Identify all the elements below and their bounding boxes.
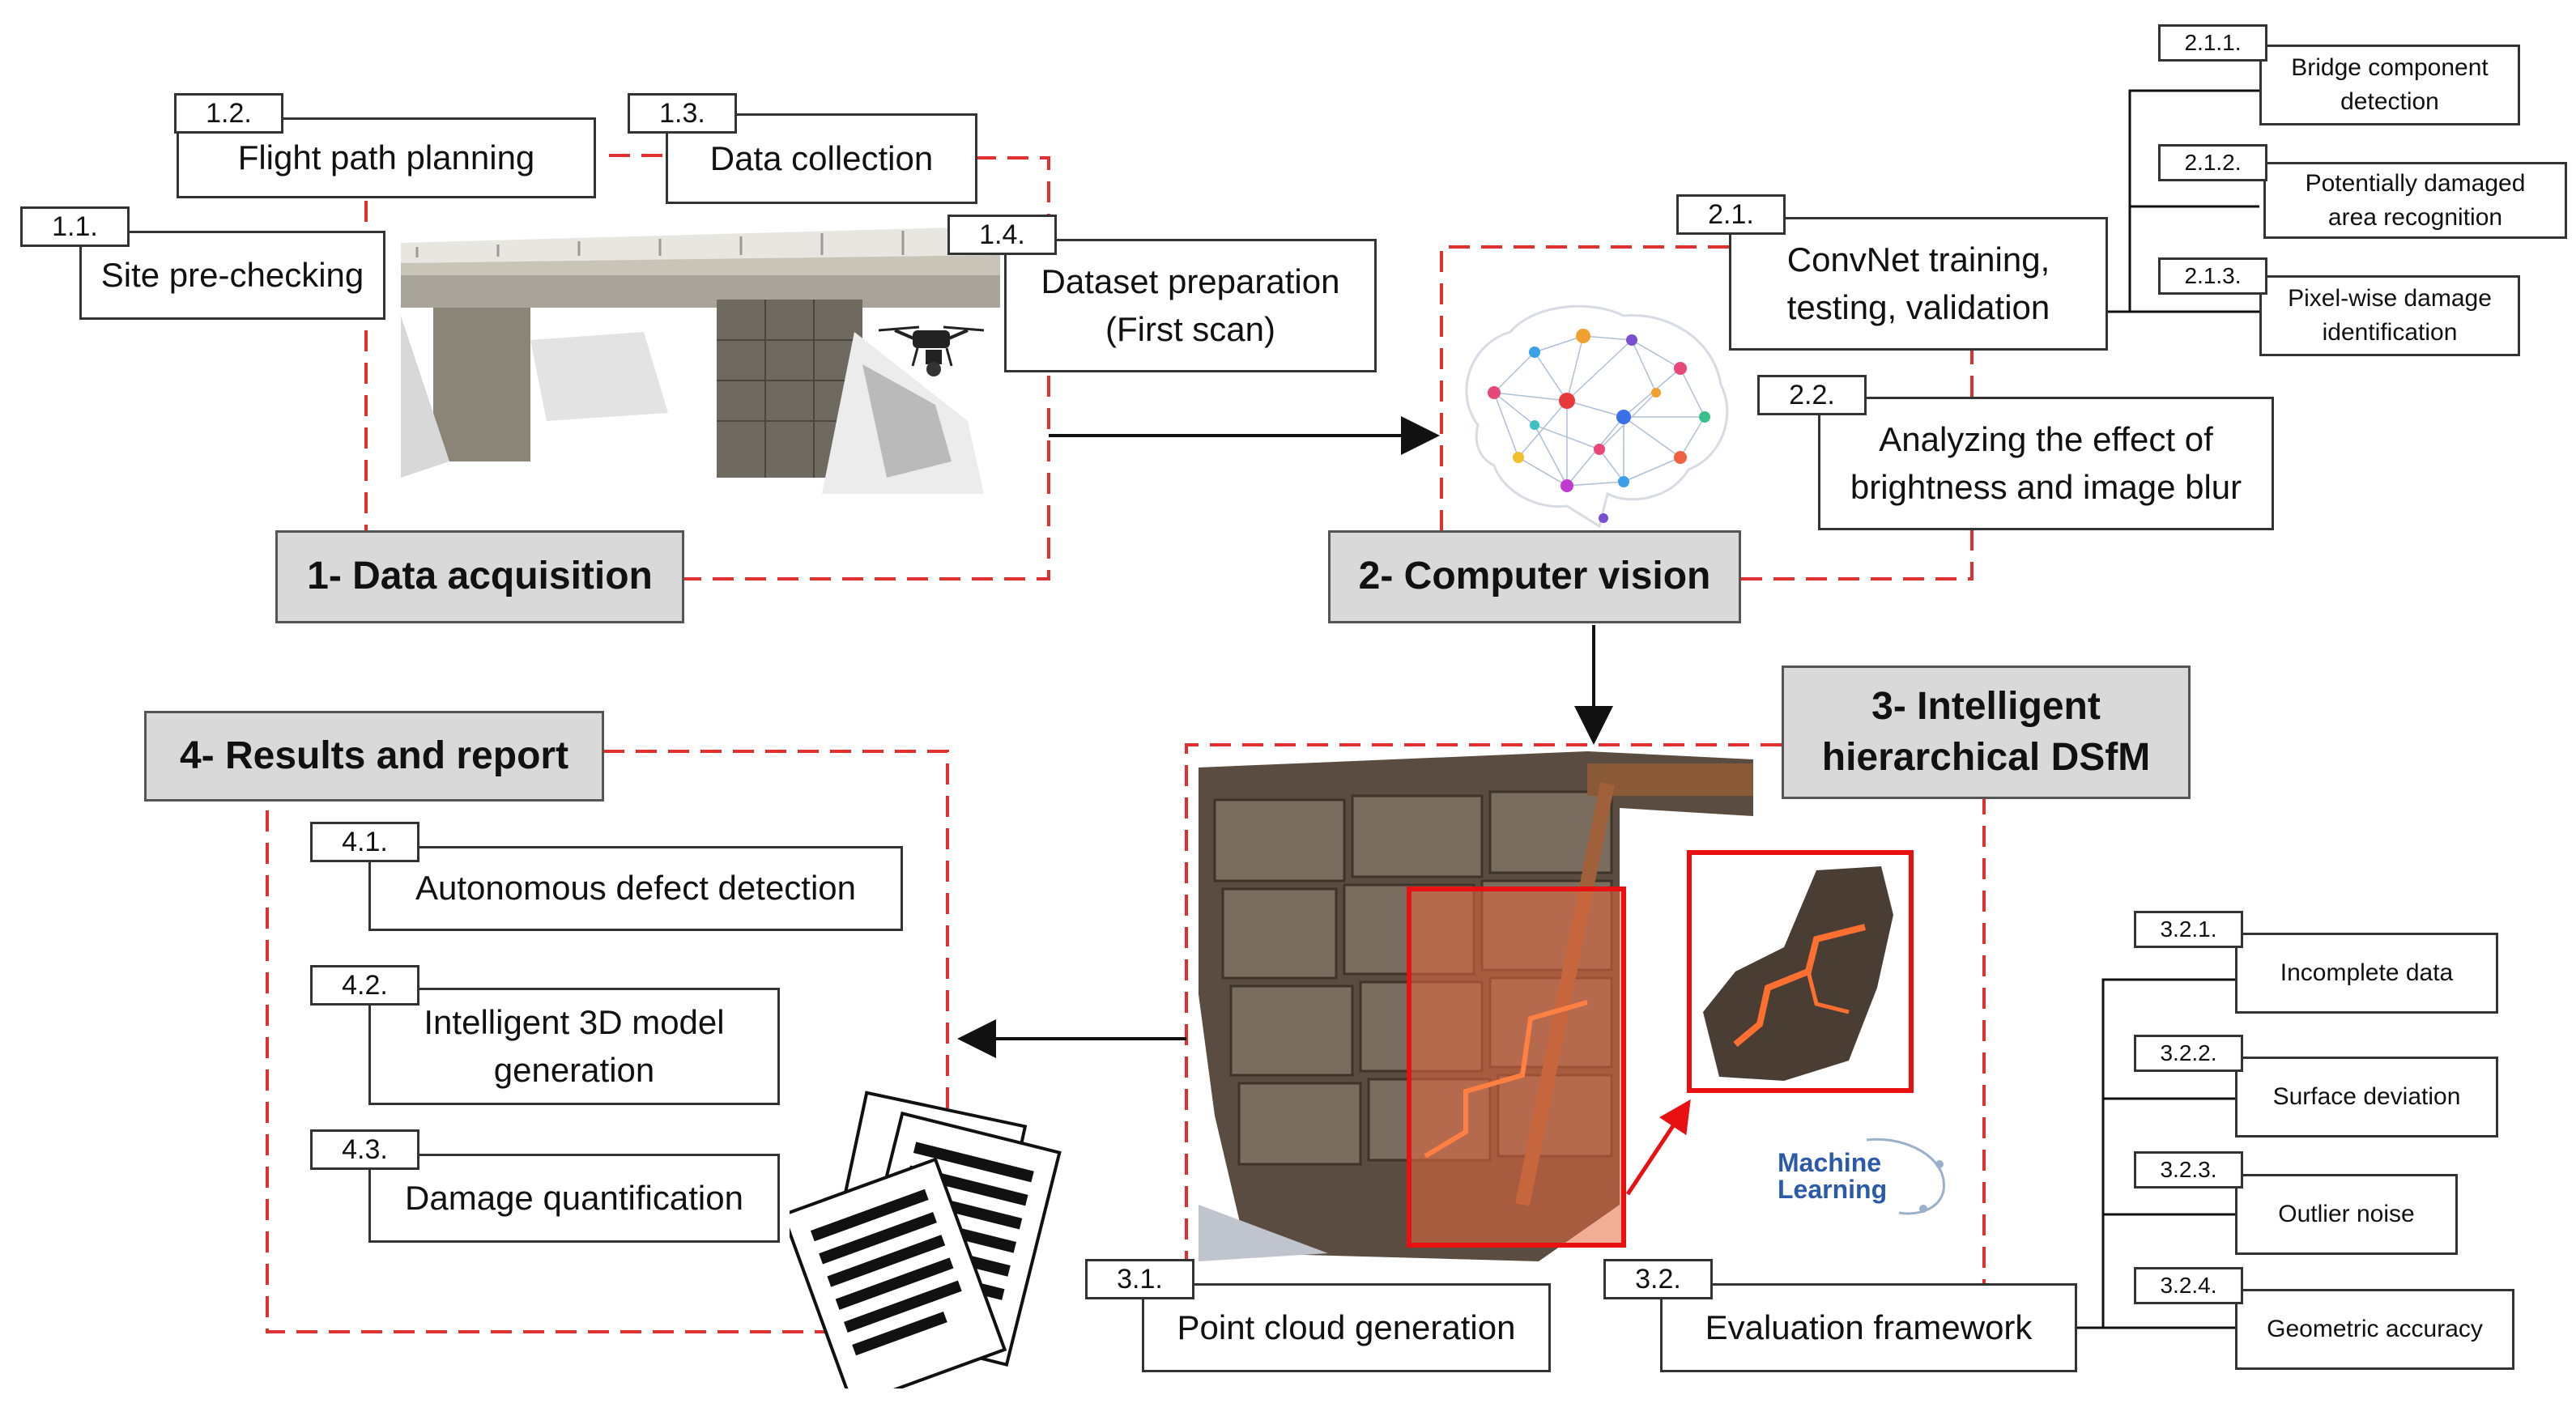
step-3-2-2-box: Surface deviation: [2235, 1057, 2498, 1137]
step-2-2-number: 2.2.: [1757, 375, 1867, 415]
phase3-frame: [1185, 743, 1986, 1283]
step-2-1-3-label-1: Pixel-wise damage: [2288, 285, 2492, 312]
step-3-2-1-box: Incomplete data: [2235, 933, 2498, 1014]
circuit-icon: [1866, 1137, 1945, 1215]
step-3-2-label: Evaluation framework: [1705, 1308, 2033, 1346]
step-2-1-label-2: testing, validation: [1786, 287, 2050, 326]
phase-3-title-line1: 3- Intelligent: [1871, 685, 2101, 729]
step-3-2-1-number: 3.2.1.: [2134, 911, 2243, 948]
phase-4-title: 4- Results and report: [144, 711, 604, 802]
step-1-4-box: Dataset preparation (First scan): [1004, 239, 1377, 372]
step-3-2-number: 3.2.: [1603, 1259, 1713, 1299]
step-2-1-1-label-2: detection: [2340, 88, 2439, 115]
step-2-1-box: ConvNet training, testing, validation: [1729, 217, 2108, 351]
step-3-2-4-box: Geometric accuracy: [2235, 1289, 2514, 1370]
step-2-1-label-1: ConvNet training,: [1786, 240, 2050, 279]
step-4-1-number: 4.1.: [310, 822, 419, 862]
step-2-1-2-label-1: Potentially damaged: [2305, 169, 2526, 197]
step-4-1-label: Autonomous defect detection: [415, 869, 857, 908]
step-4-3-box: Damage quantification: [368, 1154, 780, 1243]
step-2-1-1-label-1: Bridge component: [2291, 54, 2489, 81]
step-1-1-label: Site pre-checking: [100, 255, 364, 294]
drone-icon: [878, 325, 985, 376]
phase-1-title: 1- Data acquisition: [275, 530, 684, 623]
step-2-2-label-2: brightness and image blur: [1850, 467, 2242, 506]
step-2-1-number: 2.1.: [1676, 194, 1786, 235]
step-1-2-label: Flight path planning: [237, 138, 535, 176]
step-4-2-box: Intelligent 3D model generation: [368, 988, 780, 1105]
step-1-1-box: Site pre-checking: [79, 231, 385, 320]
step-3-1-number: 3.1.: [1085, 1259, 1194, 1299]
red-zoom-arrow: [1625, 1099, 1691, 1196]
step-2-1-1-box: Bridge component detection: [2259, 45, 2520, 125]
logo-line2: Learning: [1778, 1175, 1888, 1204]
tree-3-2: [2077, 978, 2235, 1329]
phase2-frame: [1440, 245, 1974, 580]
step-2-2-box: Analyzing the effect of brightness and i…: [1818, 397, 2274, 530]
step-1-3-label: Data collection: [709, 138, 934, 177]
step-2-2-label-1: Analyzing the effect of: [1879, 419, 2213, 458]
logo-line1: Machine: [1778, 1148, 1882, 1177]
step-3-2-2-label: Surface deviation: [2272, 1083, 2461, 1110]
step-3-2-4-label: Geometric accuracy: [2267, 1316, 2483, 1342]
brain-network-icon: [1465, 304, 1729, 529]
step-2-1-2-number: 2.1.2.: [2158, 144, 2267, 181]
step-3-2-2-number: 3.2.2.: [2134, 1035, 2243, 1072]
step-4-2-number: 4.2.: [310, 965, 419, 1006]
machine-learning-logo: Machine Learning: [1778, 1132, 1964, 1221]
step-1-2-number: 1.2.: [174, 93, 283, 134]
step-1-3-box: Data collection: [666, 113, 977, 204]
report-documents-icon: [790, 1091, 1062, 1388]
step-1-3-number: 1.3.: [628, 93, 737, 134]
step-4-1-box: Autonomous defect detection: [368, 846, 903, 931]
step-2-1-2-box: Potentially damaged area recognition: [2263, 162, 2567, 239]
step-3-2-3-label: Outlier noise: [2278, 1201, 2415, 1227]
wall-pointcloud-photo: [1199, 751, 1753, 1261]
phase-3-title-line2: hierarchical DSfM: [1821, 735, 2151, 779]
step-1-4-number: 1.4.: [947, 215, 1057, 255]
step-2-1-2-label-2: area recognition: [2327, 203, 2503, 231]
step-3-2-box: Evaluation framework: [1660, 1283, 2077, 1372]
step-2-1-3-box: Pixel-wise damage identification: [2259, 275, 2520, 356]
step-2-1-3-number: 2.1.3.: [2158, 257, 2267, 295]
step-3-1-box: Point cloud generation: [1142, 1283, 1551, 1372]
step-4-3-number: 4.3.: [310, 1129, 419, 1170]
step-1-4-label-2: (First scan): [1105, 309, 1275, 348]
step-3-2-1-label: Incomplete data: [2280, 959, 2454, 986]
step-3-2-3-box: Outlier noise: [2235, 1174, 2458, 1255]
step-4-3-label: Damage quantification: [405, 1178, 743, 1217]
step-1-1-number: 1.1.: [20, 206, 130, 247]
phase-3-title: 3- Intelligent hierarchical DSfM: [1782, 665, 2191, 799]
step-4-2-label-1: Intelligent 3D model: [424, 1002, 725, 1041]
damage-crop-photo: [1687, 850, 1914, 1093]
phase-2-title: 2- Computer vision: [1328, 530, 1741, 623]
step-3-1-label: Point cloud generation: [1177, 1308, 1516, 1346]
tree-2-1: [2108, 89, 2259, 313]
step-3-2-4-number: 3.2.4.: [2134, 1267, 2243, 1304]
step-2-1-1-number: 2.1.1.: [2158, 24, 2267, 62]
step-3-2-3-number: 3.2.3.: [2134, 1151, 2243, 1189]
bridge-photo: [401, 227, 1000, 494]
step-2-1-3-label-2: identification: [2322, 319, 2458, 346]
step-4-2-label-2: generation: [493, 1050, 655, 1089]
step-1-4-label-1: Dataset preparation: [1041, 262, 1340, 300]
